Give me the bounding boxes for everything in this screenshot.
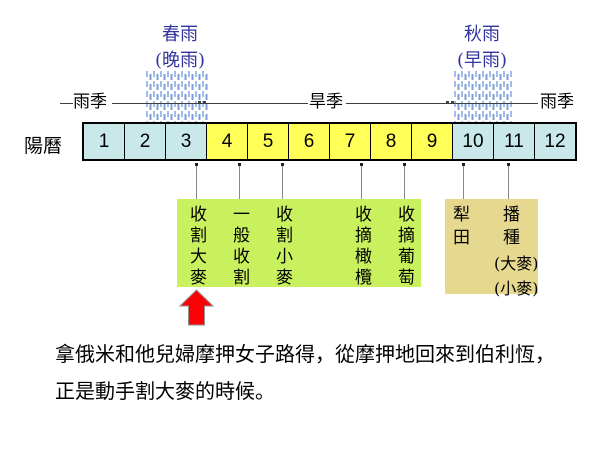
activity-pick-grapes: 收摘葡萄 xyxy=(394,205,414,289)
calendar-row-label: 陽曆 xyxy=(24,135,63,157)
month-cell: 11 xyxy=(494,124,535,159)
autumn-rain-subtitle: (早雨) xyxy=(456,50,508,71)
activity-harvest-barley: 收割大麥 xyxy=(186,205,206,289)
autumn-rain-label: 秋雨 (早雨) xyxy=(432,22,532,74)
month-activity-connector xyxy=(360,163,363,200)
month-cell: 3 xyxy=(166,124,207,159)
month-cell: 1 xyxy=(84,124,125,159)
caption-line-1: 拿俄米和他兒婦摩押女子路得，從摩押地回來到伯利恆， xyxy=(55,342,555,366)
month-cell: 8 xyxy=(371,124,412,159)
month-cell: 10 xyxy=(453,124,494,159)
month-table: 1 2 3 4 5 6 7 8 9 10 11 12 xyxy=(82,122,577,161)
spring-rain-label: 春雨 (晚雨) xyxy=(130,22,230,74)
spring-rain-title: 春雨 xyxy=(162,24,198,45)
month-activity-connector xyxy=(195,163,198,200)
rainy-season-left-label: 雨季 xyxy=(73,92,107,112)
barley-harvest-arrow-icon xyxy=(179,289,214,326)
month-cell: 12 xyxy=(535,124,575,159)
month-cell: 6 xyxy=(289,124,330,159)
season-line-segment-right xyxy=(346,103,538,104)
month-cell: 5 xyxy=(248,124,289,159)
month-activity-connector xyxy=(507,163,510,199)
activity-pick-olives: 收摘橄欖 xyxy=(351,205,371,289)
season-boundary-marker xyxy=(446,101,449,104)
month-cell: 4 xyxy=(207,124,248,159)
caption-line-2: 正是動手割大麥的時候。 xyxy=(55,379,275,403)
activity-sow-seed: 播種 xyxy=(499,205,519,251)
season-line-lead-dash xyxy=(60,103,73,104)
dry-season-label: 旱季 xyxy=(309,92,343,112)
season-line-segment-left xyxy=(112,103,308,104)
activity-general-harvest: 一般收割 xyxy=(229,205,249,289)
month-activity-connector xyxy=(281,163,284,200)
month-cell: 7 xyxy=(330,124,371,159)
autumn-rain-icon xyxy=(453,71,513,122)
activity-plow-field: 犁田 xyxy=(449,205,469,251)
spring-rain-icon xyxy=(145,71,208,122)
season-boundary-marker xyxy=(203,101,206,104)
month-cell: 2 xyxy=(125,124,166,159)
sowing-note-barley: (大麥) xyxy=(494,254,539,273)
month-activity-connector xyxy=(403,163,406,200)
season-boundary-marker xyxy=(451,101,454,104)
month-activity-connector xyxy=(238,163,241,200)
autumn-rain-title: 秋雨 xyxy=(464,24,500,45)
season-boundary-marker xyxy=(198,101,201,104)
scripture-caption: 拿俄米和他兒婦摩押女子路得，從摩押地回來到伯利恆， 正是動手割大麥的時候。 xyxy=(55,336,595,410)
sowing-activities-box: 犁田 播種 (大麥) (小麥) xyxy=(445,199,539,298)
activity-harvest-wheat: 收割小麥 xyxy=(272,205,292,289)
rainy-season-right-label: 雨季 xyxy=(540,92,574,112)
month-cell: 9 xyxy=(412,124,453,159)
month-activity-connector xyxy=(462,163,465,199)
spring-rain-subtitle: (晚雨) xyxy=(154,50,206,71)
harvest-activities-box: 收割大麥 一般收割 收割小麥 收摘橄欖 收摘葡萄 xyxy=(177,199,421,289)
sowing-note-wheat: (小麥) xyxy=(494,279,539,298)
